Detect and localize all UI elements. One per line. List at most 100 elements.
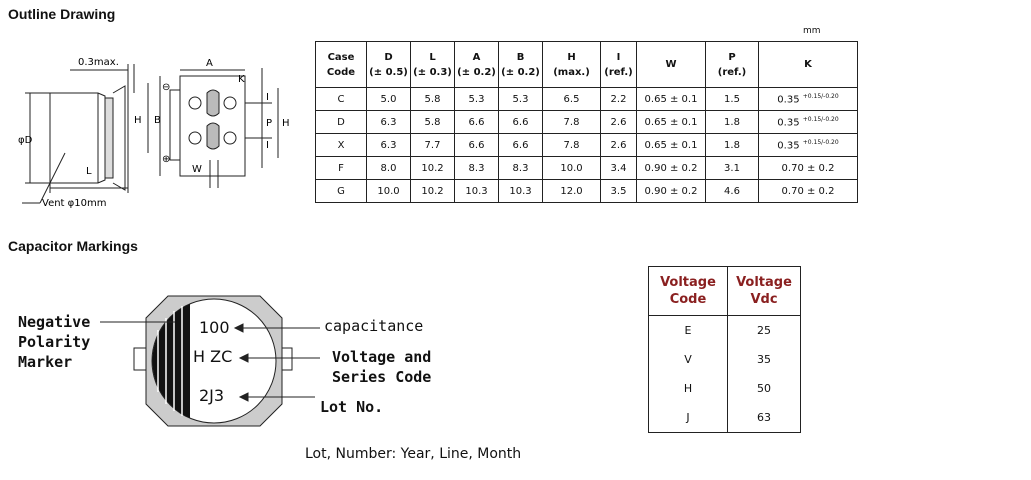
cell-l: 10.2	[410, 179, 455, 203]
marking-leaders	[100, 321, 320, 402]
table-row: F 8.0 10.2 8.3 8.3 10.0 3.4 0.90 ± 0.2 3…	[315, 156, 858, 180]
cell-code: H	[648, 374, 728, 403]
cell-vdc: 50	[727, 374, 801, 403]
header-p: P(ref.)	[705, 41, 759, 88]
label-l: L	[86, 166, 92, 177]
cell-b: 6.6	[498, 110, 543, 134]
capacitance-label: capacitance	[324, 317, 424, 335]
cell-a: 5.3	[454, 87, 499, 111]
cell-p: 1.8	[705, 133, 759, 157]
cell-k: 0.35 +0.15/-0.20	[758, 87, 858, 111]
table-row: J 63	[648, 403, 801, 433]
cell-code: V	[648, 345, 728, 374]
outline-drawing-title: Outline Drawing	[8, 6, 116, 22]
cell-w: 0.90 ± 0.2	[636, 179, 706, 203]
cell-i: 2.2	[600, 87, 637, 111]
cell-case: X	[315, 133, 367, 157]
header-w: W	[636, 41, 706, 88]
header-l: L(± 0.3)	[410, 41, 455, 88]
outline-drawing: 0.3max. A K φD H B I P I H L W ⊖ ⊕ Vent …	[18, 57, 290, 209]
header-b: B(± 0.2)	[498, 41, 543, 88]
cell-k: 0.70 ± 0.2	[758, 156, 858, 180]
cell-p: 4.6	[705, 179, 759, 203]
cell-d: 8.0	[366, 156, 411, 180]
cell-case: G	[315, 179, 367, 203]
unit-label: mm	[803, 26, 821, 36]
cell-l: 7.7	[410, 133, 455, 157]
capacitance-code: 100	[199, 318, 230, 337]
polarity-plus-icon: ⊕	[162, 154, 170, 165]
label-i-top: I	[266, 92, 269, 103]
cell-case: F	[315, 156, 367, 180]
cell-k: 0.35 +0.15/-0.20	[758, 133, 858, 157]
cell-l: 10.2	[410, 156, 455, 180]
cell-code: J	[648, 403, 728, 433]
label-a: A	[206, 58, 213, 69]
cell-i: 3.4	[600, 156, 637, 180]
cell-p: 1.5	[705, 87, 759, 111]
cell-code: E	[648, 315, 728, 345]
cell-vdc: 63	[727, 403, 801, 433]
lot-code: 2J3	[199, 386, 225, 405]
cell-h: 10.0	[542, 156, 601, 180]
cell-a: 8.3	[454, 156, 499, 180]
cell-a: 10.3	[454, 179, 499, 203]
cell-h: 6.5	[542, 87, 601, 111]
cell-h: 12.0	[542, 179, 601, 203]
cell-b: 10.3	[498, 179, 543, 203]
polarity-minus-icon: ⊖	[162, 82, 170, 93]
cell-h: 7.8	[542, 133, 601, 157]
label-i-bottom: I	[266, 140, 269, 151]
cell-d: 10.0	[366, 179, 411, 203]
cell-d: 5.0	[366, 87, 411, 111]
table-row: V 35	[648, 345, 801, 374]
cell-a: 6.6	[454, 133, 499, 157]
cell-b: 5.3	[498, 87, 543, 111]
cell-h: 7.8	[542, 110, 601, 134]
cell-w: 0.90 ± 0.2	[636, 156, 706, 180]
cell-d: 6.3	[366, 110, 411, 134]
cell-l: 5.8	[410, 87, 455, 111]
vent-label: Vent φ10mm	[42, 198, 106, 209]
cell-i: 2.6	[600, 133, 637, 157]
label-p: P	[266, 118, 272, 129]
cell-vdc: 35	[727, 345, 801, 374]
cell-case: D	[315, 110, 367, 134]
lot-label: Lot No.	[320, 398, 384, 416]
label-w: W	[192, 164, 202, 175]
voltage-series-label: Voltage and Series Code	[332, 348, 432, 386]
table-row: X 6.3 7.7 6.6 6.6 7.8 2.6 0.65 ± 0.1 1.8…	[315, 133, 858, 157]
label-k: K	[238, 74, 245, 85]
voltage-series-code: H ZC	[193, 347, 233, 366]
header-d: D(± 0.5)	[366, 41, 411, 88]
cell-p: 1.8	[705, 110, 759, 134]
table-row: H 50	[648, 374, 801, 403]
label-b: B	[154, 115, 161, 126]
cell-i: 2.6	[600, 110, 637, 134]
cell-d: 6.3	[366, 133, 411, 157]
label-h-side: H	[134, 115, 142, 126]
table-row: G 10.0 10.2 10.3 10.3 12.0 3.5 0.90 ± 0.…	[315, 179, 858, 203]
label-phi-d: φD	[18, 135, 33, 146]
header-a: A(± 0.2)	[454, 41, 499, 88]
cell-b: 8.3	[498, 156, 543, 180]
cell-l: 5.8	[410, 110, 455, 134]
table-row: E 25	[648, 315, 801, 345]
label-0-3max: 0.3max.	[78, 57, 119, 68]
cell-w: 0.65 ± 0.1	[636, 87, 706, 111]
cell-i: 3.5	[600, 179, 637, 203]
cell-b: 6.6	[498, 133, 543, 157]
header-i: I(ref.)	[600, 41, 637, 88]
capacitor-markings-title: Capacitor Markings	[8, 238, 138, 254]
table-row: D 6.3 5.8 6.6 6.6 7.8 2.6 0.65 ± 0.1 1.8…	[315, 110, 858, 134]
cell-w: 0.65 ± 0.1	[636, 110, 706, 134]
table-row: C 5.0 5.8 5.3 5.3 6.5 2.2 0.65 ± 0.1 1.5…	[315, 87, 858, 111]
cell-case: C	[315, 87, 367, 111]
